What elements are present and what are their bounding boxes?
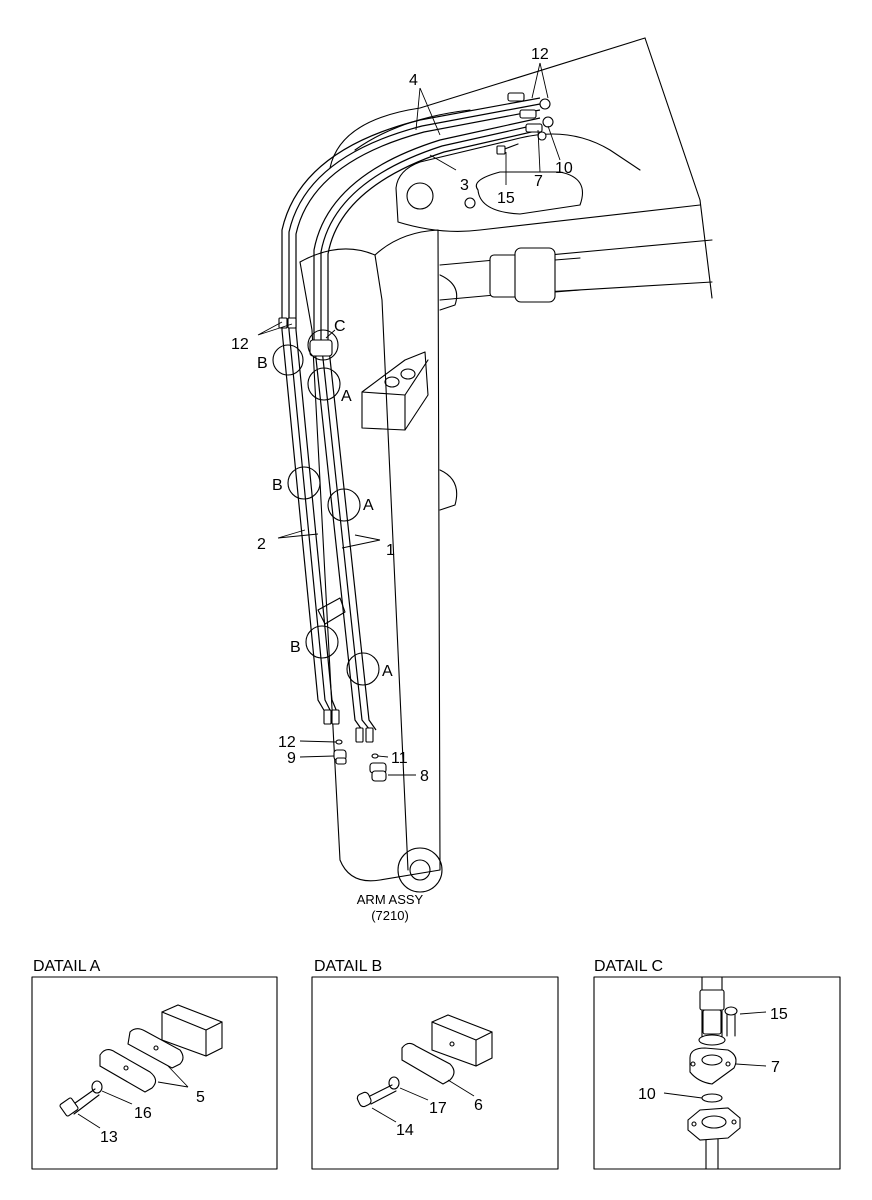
detail-c: DATAIL C 15 7 10 [593, 958, 841, 1170]
callout-12-top: 12 [531, 46, 549, 63]
detail-a: DATAIL A 5 16 13 [31, 958, 278, 1170]
detail-c-callout-15: 15 [770, 1006, 788, 1023]
detail-b-callout-14: 14 [396, 1122, 414, 1139]
loose-parts [333, 739, 387, 782]
detail-c-title: DATAIL C [594, 958, 663, 975]
detail-b-callout-6: 6 [474, 1097, 483, 1114]
callout-C: C [334, 318, 346, 335]
callout-1: 1 [386, 542, 395, 559]
callout-3: 3 [460, 177, 469, 194]
detail-a-title: DATAIL A [33, 958, 101, 975]
detail-markers [272, 329, 380, 686]
main-callouts: 12 4 3 15 7 10 12 C B A B A 2 1 B A 12 9… [231, 46, 573, 785]
callout-2: 2 [257, 536, 266, 553]
callout-A1: A [341, 388, 352, 405]
detail-b-title: DATAIL B [314, 958, 382, 975]
main-leaders [257, 62, 561, 776]
detail-a-callout-16: 16 [134, 1105, 152, 1122]
callout-15-top: 15 [497, 190, 515, 207]
hose-bundle [278, 92, 554, 743]
arm-assy-caption: ARM ASSY [357, 892, 424, 907]
callout-B3: B [290, 639, 301, 656]
callout-9: 9 [287, 750, 296, 767]
callout-7-top: 7 [534, 173, 543, 190]
arm-assy-code: (7210) [371, 908, 409, 923]
detail-b-callout-17: 17 [429, 1100, 447, 1117]
callout-4: 4 [409, 72, 418, 89]
callout-11: 11 [391, 750, 408, 767]
callout-B1: B [257, 355, 268, 372]
callout-8: 8 [420, 768, 429, 785]
callout-A2: A [363, 497, 374, 514]
detail-c-callout-7: 7 [771, 1059, 780, 1076]
detail-c-callout-10: 10 [638, 1086, 656, 1103]
callout-10-top: 10 [555, 160, 573, 177]
callout-12-left: 12 [231, 336, 249, 353]
detail-a-callout-13: 13 [100, 1129, 118, 1146]
callout-12-bottom: 12 [278, 734, 296, 751]
boom-body [299, 37, 713, 893]
callout-B2: B [272, 477, 283, 494]
callout-A3: A [382, 663, 393, 680]
detail-b: DATAIL B 6 17 14 [311, 958, 559, 1170]
detail-a-callout-5: 5 [196, 1089, 205, 1106]
